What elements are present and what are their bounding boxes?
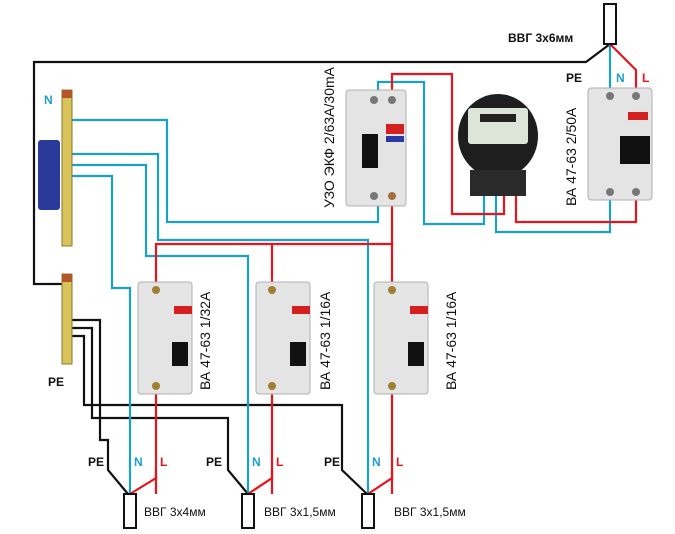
circuit-breaker-3: ВА 47-63 1/16А: [373, 281, 459, 395]
cable-2-label: ВВГ 3х1,5мм: [264, 505, 336, 519]
rcd-device: УЗО ЭКФ 2/63А/30mA: [321, 66, 407, 208]
rcd-label: УЗО ЭКФ 2/63А/30mA: [321, 66, 337, 208]
breaker-2-label: ВА 47-63 1/16А: [317, 291, 333, 390]
cable-3-n-label: N: [372, 455, 381, 469]
n-rcd-to-busbar: [72, 118, 380, 224]
cable-sheath: [361, 493, 375, 529]
ground-busbar-strip: [61, 273, 73, 365]
busbar-end-cap: [62, 90, 72, 98]
input-cable-label: ВВГ 3х6мм: [508, 31, 573, 45]
cable-2-n-label: N: [252, 455, 261, 469]
neutral-wires: [72, 44, 612, 494]
cable-3-l-label: L: [396, 455, 403, 469]
pe-wire-circuit-2: [70, 326, 249, 495]
output-cable-1: PE N L ВВГ 3х4мм: [88, 455, 206, 529]
cable-sheath: [241, 493, 255, 529]
pe-wire-circuit-3: [70, 334, 368, 495]
main-breaker-toggle: [620, 136, 650, 164]
neutral-busbar-label: N: [44, 93, 53, 107]
pe-wire-circuit-1: [70, 318, 129, 495]
circuit-breaker-1: ВА 47-63 1/32А: [137, 281, 213, 395]
breaker-toggle: [290, 342, 306, 366]
l-main-breaker-to-meter: [514, 196, 638, 224]
output-cable-2: PE N L ВВГ 3х1,5мм: [206, 455, 336, 529]
ground-busbar-label: PE: [48, 375, 64, 389]
rcd-toggle: [362, 134, 378, 168]
l-input-wire: [609, 43, 638, 90]
output-cable-3: PE N L ВВГ 3х1,5мм: [324, 455, 466, 529]
breaker-toggle: [172, 342, 188, 366]
ground-wires: [32, 43, 611, 495]
input-pe-label: PE: [566, 71, 582, 85]
busbar-holder: [38, 140, 60, 210]
busbar-end-cap: [62, 274, 72, 282]
cable-3-label: ВВГ 3х1,5мм: [394, 505, 466, 519]
neutral-busbar: N: [38, 89, 73, 247]
cable-sheath: [123, 493, 137, 529]
l-meter-to-rcd: [390, 72, 506, 216]
cable-1-n-label: N: [134, 455, 143, 469]
circuit-breaker-2: ВА 47-63 1/16А: [255, 281, 333, 395]
cable-1-pe-label: PE: [88, 455, 104, 469]
cable-2-pe-label: PE: [206, 455, 222, 469]
main-breaker-label: ВА 47-63 2/50А: [563, 107, 579, 206]
cable-2-l-label: L: [276, 455, 283, 469]
electric-meter: [458, 94, 538, 196]
breaker-toggle: [408, 342, 424, 366]
main-breaker: ВА 47-63 2/50А: [563, 87, 653, 206]
neutral-busbar-strip: [61, 89, 73, 247]
input-l-label: L: [642, 71, 649, 85]
breaker-1-label: ВА 47-63 1/32А: [197, 291, 213, 390]
pe-main-wire: [32, 43, 611, 286]
cable-1-l-label: L: [160, 455, 167, 469]
input-cable: ВВГ 3х6мм PE N L: [508, 3, 649, 85]
n-meter-to-rcd: [376, 80, 486, 226]
n-busbar-to-circuit-3: [72, 152, 370, 494]
meter-display: [468, 108, 528, 144]
cable-1-label: ВВГ 3х4мм: [144, 505, 206, 519]
cable-3-pe-label: PE: [324, 455, 340, 469]
input-cable-sheath: [603, 3, 617, 45]
input-n-label: N: [616, 71, 625, 85]
n-busbar-to-circuit-2: [72, 163, 250, 494]
breaker-3-label: ВА 47-63 1/16А: [443, 291, 459, 390]
n-busbar-to-circuit-1: [72, 174, 132, 494]
ground-busbar: PE: [48, 273, 73, 389]
